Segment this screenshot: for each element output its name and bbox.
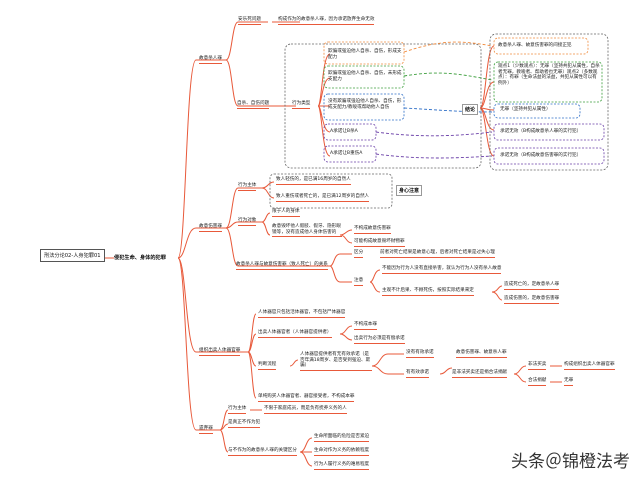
suicide-node[interactable]: 自杀、自伤问题 xyxy=(237,101,270,109)
seller-subitem: 不构成本罪 xyxy=(354,322,377,330)
note-item: 主观不计后果、不顾死伤，按照实际结果来定 xyxy=(382,288,474,296)
type-item: A承诺让B重伤A xyxy=(330,151,363,156)
illegal-node[interactable]: 非法买卖 xyxy=(528,362,547,370)
distinguish-text: 前者对死亡结果是故意心理，后者对死亡结果是过失心理 xyxy=(380,250,495,258)
root-node[interactable]: 刑法分论02-人身犯罪01 xyxy=(40,249,105,262)
abandon-key-item: 生命所面临的危险是否紧迫 xyxy=(314,434,370,442)
abandon-node[interactable]: 遗弃罪 xyxy=(199,426,213,434)
note-node[interactable]: 注意 xyxy=(354,278,364,286)
main-branch-label: 侵犯生命、身体的犯罪 xyxy=(114,255,166,261)
euthanasia-note: 构成作为的故意杀人罪，因为承诺放弃生命无效 xyxy=(278,17,375,25)
main-branch-node[interactable]: 侵犯生命、身体的犯罪 xyxy=(114,254,166,261)
organ-item: 人体器官只包括活体器官，不包括尸体器官 xyxy=(258,310,346,318)
abandon-key-item: 行为人履行义务的难易程度 xyxy=(314,462,370,470)
subject-note-tag[interactable]: 身心注意 xyxy=(396,185,423,196)
type-item: A承诺让B杀A xyxy=(330,129,358,134)
injury-object-node[interactable]: 行为对象 xyxy=(238,218,257,226)
no-consent-result: 故意伤害罪、故意杀人罪 xyxy=(456,350,507,358)
euthanasia-node[interactable]: 安乐死问题 xyxy=(238,17,261,25)
conclusion-tag[interactable]: 结论 xyxy=(462,104,479,115)
abandon-omission: 是真正不作为犯 xyxy=(228,420,261,428)
legal-node[interactable]: 合法捐献 xyxy=(528,378,547,386)
abandon-subject-text: 不限于家庭成员，而是负有抚养义务的人 xyxy=(264,406,347,414)
root-label: 刑法分论02-人身犯罪01 xyxy=(44,253,101,259)
organ-node[interactable]: 组织出卖人体器官罪 xyxy=(199,348,241,356)
organ-item[interactable]: 出卖人体器官者（人体器官提供者） xyxy=(258,330,332,338)
injury-subject-node[interactable]: 行为主体 xyxy=(238,183,257,191)
no-consent-node[interactable]: 没有有效承诺 xyxy=(406,350,434,358)
injury-subject-item: 致人轻伤的，是已满16周岁的自然人 xyxy=(276,177,351,185)
type-item: 欺骗或强迫他人自杀、自伤，未形成支配力 xyxy=(328,71,402,82)
organ-item[interactable]: 判断流程 xyxy=(258,362,277,370)
types-label: 行为类型 xyxy=(292,101,311,109)
injury-relation-node[interactable]: 故意杀人罪与故意伤害罪（致人死亡）的关系 xyxy=(236,262,328,270)
conclusion-item: 承诺无效（B构成故意杀人罪的实行犯） xyxy=(500,129,582,134)
conclusion-item: 观点1（少数观点）：无罪（坚持共犯从属性，自杀者无罪，教唆者、帮助者也无罪）观点… xyxy=(498,64,600,86)
conclusion-item: 无罪（坚持共犯从属性） xyxy=(500,107,551,112)
conclusion-item: 承诺无效（B构成故意伤害罪的实行犯） xyxy=(500,153,582,158)
injury-subject-item: 致人重伤或者死亡的，是已满12周岁的自然人 xyxy=(276,194,370,202)
object-subitem: 可能构成故意毁坏财物罪 xyxy=(354,239,405,247)
seller-subitem: 出卖行为必须是有偿承诺 xyxy=(354,336,405,344)
watermark: 头条＠锦橙法考 xyxy=(511,452,630,472)
distinguish-node[interactable]: 区分 xyxy=(354,250,364,258)
abandon-subject-node[interactable]: 行为主体 xyxy=(228,406,247,414)
injury-object-item: 故意毁坏他人假肢、假牙、隐形眼镜等，没有造成他人身体伤害的 xyxy=(272,224,342,238)
abandon-key-node[interactable]: 与不作为的故意杀人罪的关键区分 xyxy=(228,448,297,456)
homicide-node[interactable]: 故意杀人罪 xyxy=(199,56,222,64)
legal-result: 无罪 xyxy=(564,378,574,386)
conclusion-item: 故意杀人罪、故意伤害罪的间接正犯 xyxy=(498,43,572,48)
abandon-key-item: 生命对作为义务的依赖程度 xyxy=(314,448,370,456)
note-subitem: 造成伤害的，定故意伤害罪 xyxy=(504,296,560,304)
object-subitem: 不构成故意伤害罪 xyxy=(354,226,391,234)
type-item: 欺骗或强迫他人自杀、自伤，形成支配力 xyxy=(328,49,402,60)
valid-consent-node[interactable]: 有有效承诺 xyxy=(406,370,429,378)
note-subitem: 造成死亡的，定故意杀人罪 xyxy=(504,282,560,290)
illegal-result: 构成组织出卖人体器官罪 xyxy=(564,362,615,370)
valid-question: 是非法买卖还是捐合法捐献 xyxy=(452,370,508,378)
injury-object-item: 限于人的身体 xyxy=(272,209,300,217)
injury-node[interactable]: 故意伤害罪 xyxy=(199,224,222,232)
judge-text: 人体器官提供者有无有效承诺（是否年满18周岁、是否受到强迫、欺骗） xyxy=(300,352,372,371)
organ-item: 单纯购买人体器官者、器官接受者，不构成本罪 xyxy=(258,394,355,402)
type-item: 没有欺骗或强迫他人自杀、自伤，形成支配力/教唆或帮助他人自伤 xyxy=(328,99,402,110)
note-item: 不能因为行为人没有直接杀害，就认为行为人没有杀人故意 xyxy=(382,266,502,274)
